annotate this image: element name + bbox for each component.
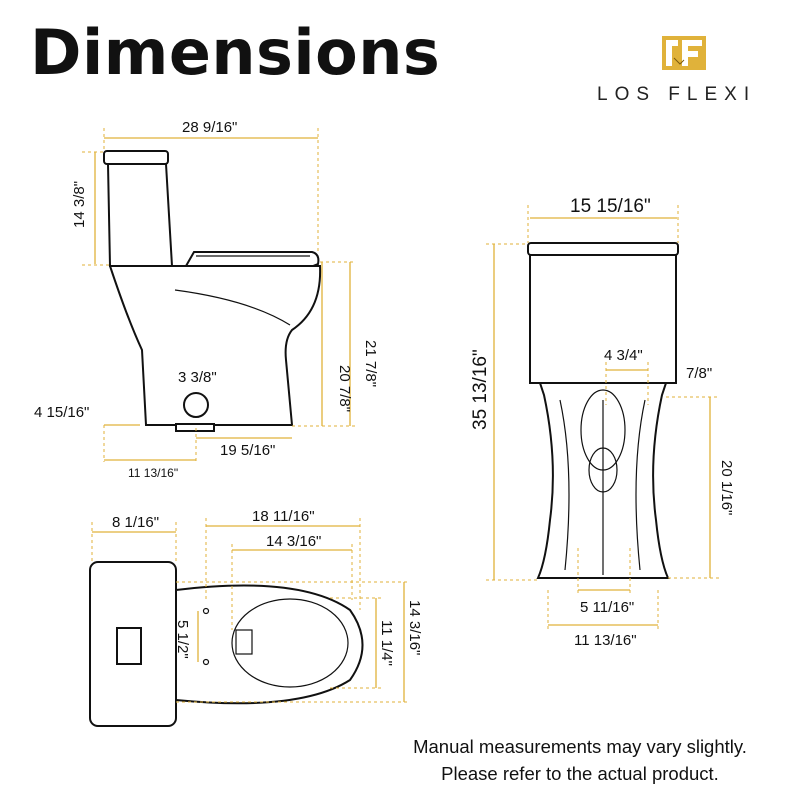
side-tank	[106, 163, 174, 267]
top-view: 8 1/16" 18 11/16" 14 3/16" 5 1/2" 11 1/4…	[89, 508, 423, 727]
front-tank-lid	[527, 242, 679, 256]
dim-top-bolt-spacing: 5 1/2"	[174, 620, 191, 659]
lf-logo-icon	[662, 36, 706, 70]
disclaimer-line-2: Please refer to the actual product.	[441, 763, 719, 784]
dim-seat-height-lid: 21 7/8"	[362, 340, 379, 387]
dim-front-to-outlet: 19 5/16"	[220, 442, 275, 459]
dim-bolt-spacing: 5 11/16"	[580, 599, 634, 616]
side-bowl	[108, 265, 322, 426]
dim-supply-height: 3 3/8"	[178, 369, 217, 386]
dim-overall-height: 35 13/16"	[470, 349, 491, 430]
dim-bowl-length: 18 11/16"	[252, 508, 315, 525]
dim-tank-depth: 8 1/16"	[112, 514, 159, 531]
dim-base-width: 11 13/16"	[574, 632, 637, 649]
dim-tank-height: 14 3/8"	[71, 181, 88, 228]
front-view: 15 15/16" 35 13/16" 4 3/4" 7/8" 20 1/16"…	[470, 196, 735, 649]
outlet	[175, 423, 215, 432]
dim-seat-length: 14 3/16"	[266, 533, 321, 550]
side-view: 28 9/16" 14 3/8" 20 7/8" 21 7/8" 3 3/8" …	[34, 119, 379, 480]
page-title: Dimensions	[30, 16, 441, 89]
dim-seat-height-rim: 20 7/8"	[336, 365, 353, 412]
dim-trapway-depth: 7/8"	[686, 365, 712, 382]
dim-rough-in: 11 13/16"	[128, 466, 178, 480]
dim-bowl-width-outer: 14 3/16"	[406, 600, 423, 655]
brand-name: LOS FLEXI	[597, 84, 757, 105]
dim-trapway-width: 4 3/4"	[604, 347, 643, 364]
supply-valve	[183, 392, 209, 418]
dim-supply-offset: 4 15/16"	[34, 404, 89, 421]
top-bowl	[175, 584, 364, 705]
front-tank	[529, 254, 677, 384]
dim-base-height: 20 1/16"	[718, 460, 735, 515]
dim-bowl-width-inner: 11 1/4"	[378, 620, 395, 666]
flush-button	[116, 627, 142, 665]
tank-lid	[103, 150, 169, 165]
disclaimer-note: Manual measurements may vary slightly. P…	[380, 733, 780, 787]
dim-overall-length: 28 9/16"	[182, 119, 237, 136]
dim-tank-width: 15 15/16"	[570, 196, 651, 217]
disclaimer-line-1: Manual measurements may vary slightly.	[413, 736, 747, 757]
